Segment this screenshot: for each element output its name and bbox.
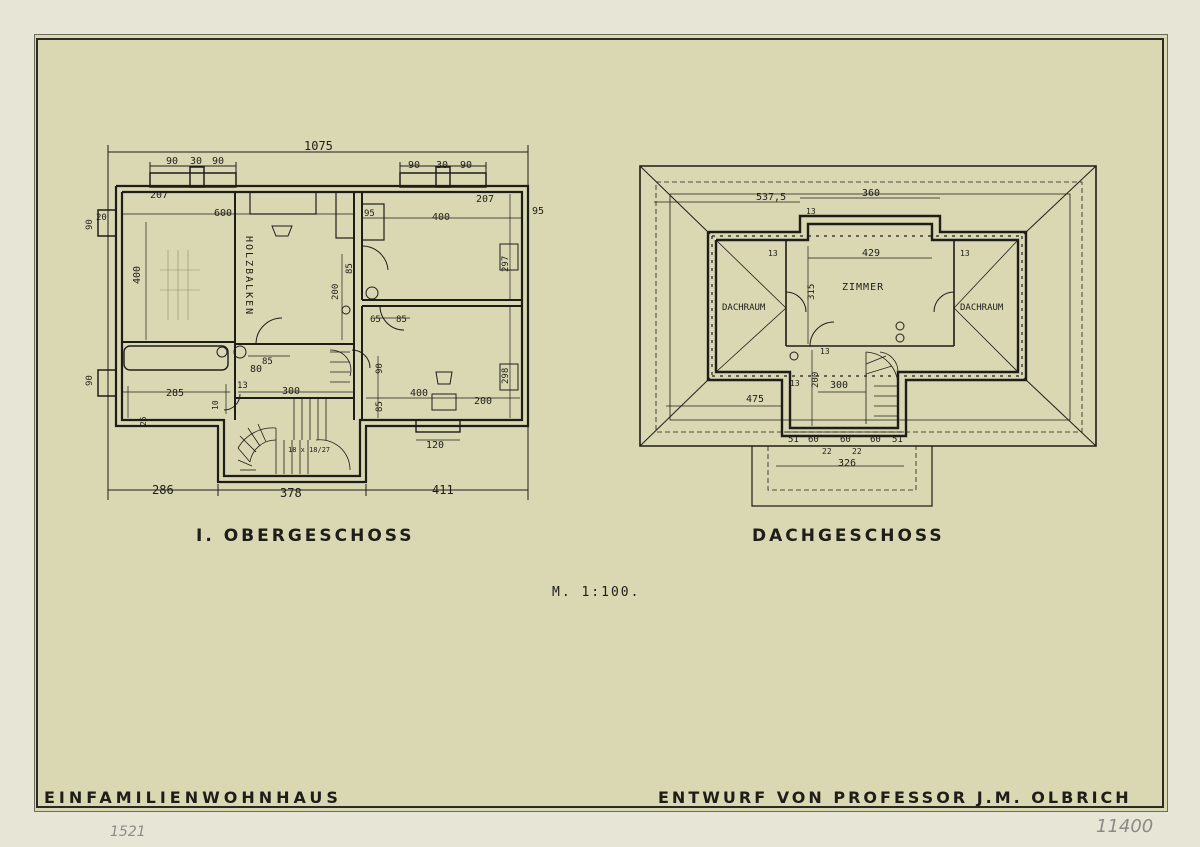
- dim-row-2: 60: [808, 435, 819, 445]
- room-holzbalken: HOLZBALKEN: [243, 236, 254, 316]
- dim-bottom-1: 286: [152, 483, 174, 497]
- dim-13-top: 13: [806, 207, 816, 216]
- dim-20: 20: [96, 213, 107, 223]
- dim-13: 13: [237, 381, 248, 391]
- dim-80: 80: [250, 364, 262, 375]
- room-dachraum-right: DACHRAUM: [960, 303, 1004, 313]
- obergeschoss-plan: [97, 145, 530, 500]
- drawing-scale: M. 1:100.: [552, 585, 641, 600]
- pencil-note-left: 1521: [110, 824, 146, 840]
- dim-row-4: 60: [870, 435, 881, 445]
- dim-298: 298: [501, 368, 511, 384]
- dim-207-left: 207: [150, 190, 168, 201]
- dim-429: 429: [862, 248, 880, 259]
- dim-13-stair: 13: [820, 347, 830, 356]
- dim-10: 10: [211, 400, 220, 410]
- dim-overall-width: 1075: [304, 139, 333, 153]
- dim-85-a: 85: [345, 263, 355, 274]
- dim-200: 200: [474, 396, 492, 407]
- dim-22-a: 22: [822, 447, 832, 456]
- dim-top-b-1: 90: [408, 160, 420, 171]
- dim-13-right: 13: [960, 249, 970, 258]
- pencil-note-right: 11400: [1096, 816, 1154, 837]
- dim-top-b-3: 90: [460, 160, 472, 171]
- dim-300-right: 300: [830, 380, 848, 391]
- dim-bottom-3: 411: [432, 483, 454, 497]
- footer-project-title: EINFAMILIENWOHNHAUS: [44, 788, 342, 807]
- dim-315: 315: [807, 284, 817, 300]
- dim-90-top-left: 90: [85, 219, 95, 230]
- dim-207-right: 207: [476, 194, 494, 205]
- dim-row-5: 51: [892, 435, 903, 445]
- dim-326: 326: [838, 458, 856, 469]
- dim-297: 297: [501, 256, 511, 272]
- dim-95-right: 95: [532, 206, 544, 217]
- dim-120: 120: [426, 440, 444, 451]
- dim-95-room: 95: [364, 209, 375, 219]
- dim-85-c: 85: [396, 315, 407, 325]
- dim-600: 600: [214, 208, 232, 219]
- dim-5375: 537,5: [756, 192, 786, 203]
- plan-title-obergeschoss: I. OBERGESCHOSS: [196, 526, 415, 546]
- room-zimmer: ZIMMER: [842, 282, 884, 293]
- stair-note: 18 x 18/27: [288, 446, 330, 454]
- dim-285: 285: [166, 388, 184, 399]
- dim-200-right: 200: [811, 372, 821, 388]
- dim-top-a-3: 90: [212, 156, 224, 167]
- dim-475: 475: [746, 394, 764, 405]
- dim-top-a-2: 30: [190, 156, 202, 167]
- room-dachraum-left: DACHRAUM: [722, 303, 766, 313]
- dim-400-top: 400: [432, 212, 450, 223]
- dim-300: 300: [282, 386, 300, 397]
- dim-400-left: 400: [132, 266, 143, 284]
- dim-13-lower: 13: [790, 379, 800, 388]
- dim-400-bottom: 400: [410, 388, 428, 399]
- dim-22-b: 22: [852, 447, 862, 456]
- dim-bottom-2: 378: [280, 486, 302, 500]
- dim-85-b: 85: [262, 357, 273, 367]
- dim-360: 360: [862, 188, 880, 199]
- dim-top-b-2: 30: [436, 160, 448, 171]
- dim-top-a-1: 90: [166, 156, 178, 167]
- dim-25: 25: [139, 416, 148, 426]
- dim-row-3: 60: [840, 435, 851, 445]
- dachgeschoss-plan: [639, 165, 1097, 507]
- dim-65: 65: [370, 315, 381, 325]
- drawing-frame: [36, 38, 1164, 808]
- plan-title-dachgeschoss: DACHGESCHOSS: [752, 526, 945, 546]
- dim-90-center: 90: [375, 363, 385, 374]
- dim-row-1: 51: [788, 435, 799, 445]
- footer-architect: ENTWURF VON PROFESSOR J.M. OLBRICH: [658, 788, 1132, 807]
- dim-200-door: 200: [331, 284, 341, 300]
- dim-13-left: 13: [768, 249, 778, 258]
- dim-85-d: 85: [375, 401, 385, 412]
- dim-90-bottom-left: 90: [85, 375, 95, 386]
